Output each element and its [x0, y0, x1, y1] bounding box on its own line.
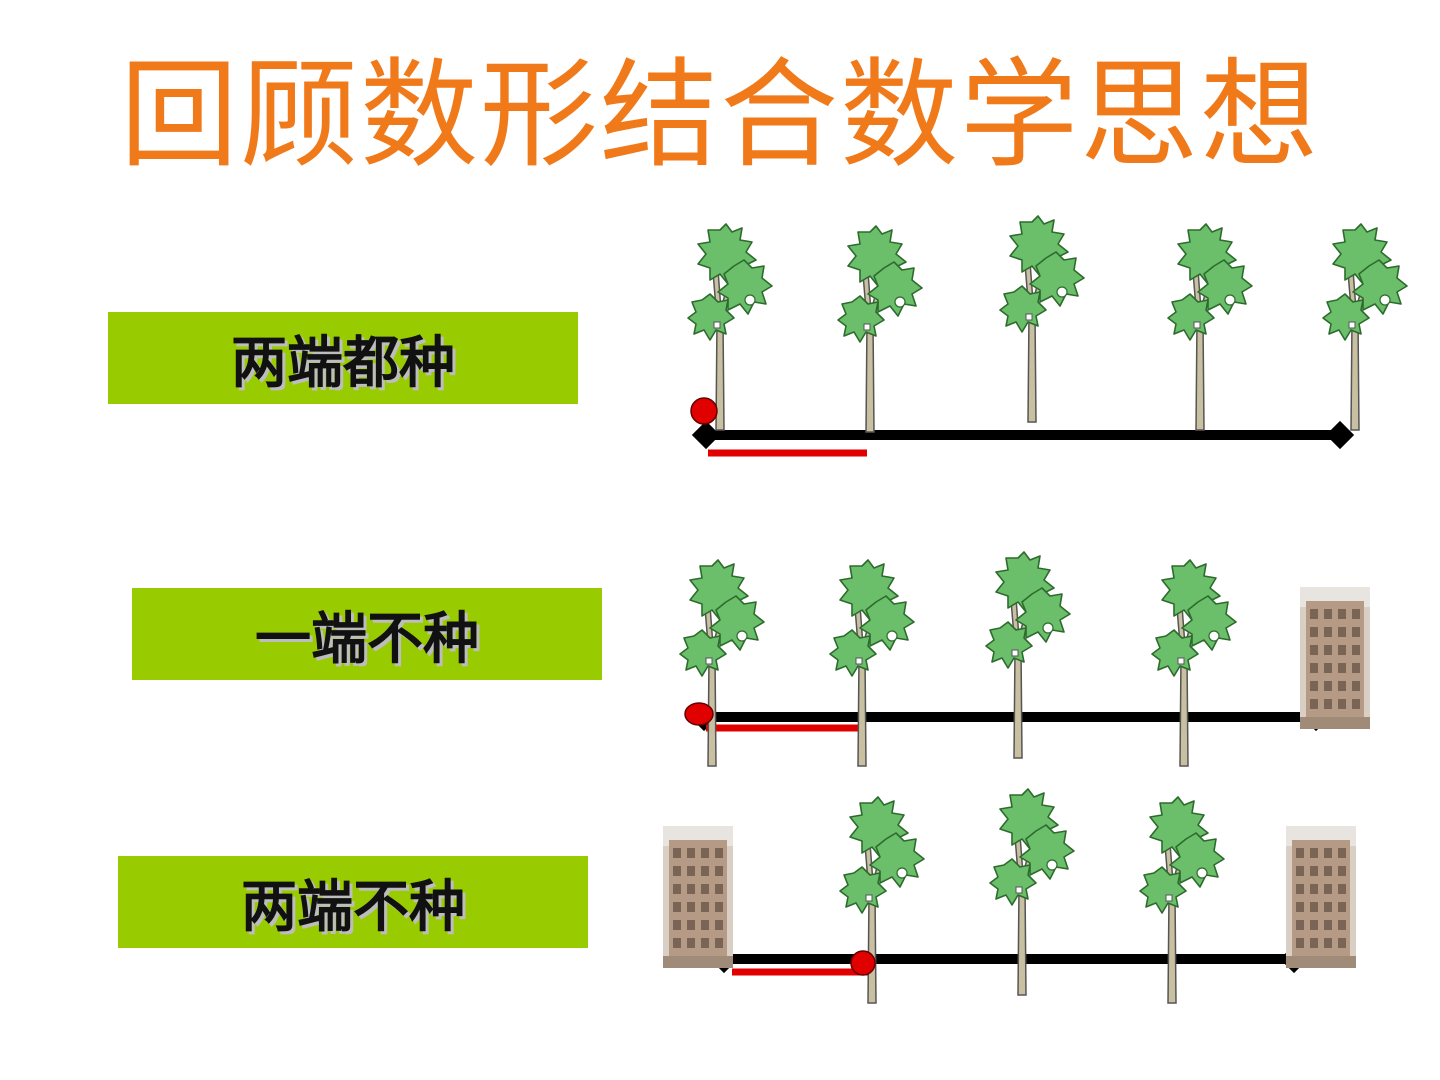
start-point-marker	[690, 397, 718, 425]
label-text: 一端不种	[255, 606, 479, 672]
building-icon	[1286, 826, 1356, 968]
label-text: 两端不种	[241, 874, 465, 940]
endpoint-diamond-left	[691, 420, 721, 450]
tree-icon	[679, 559, 765, 767]
label-one-end-unplanted: 一端不种	[132, 588, 602, 680]
tree-icon	[1139, 796, 1225, 1004]
start-point-marker	[684, 702, 714, 726]
tree-icon	[1167, 223, 1253, 431]
building-icon	[1300, 587, 1370, 729]
tree-icon	[999, 215, 1085, 423]
tree-icon	[829, 559, 915, 767]
label-text: 两端都种	[231, 330, 455, 396]
tree-icon	[837, 225, 923, 433]
building-icon	[663, 826, 733, 968]
label-both-ends-unplanted: 两端不种	[118, 856, 588, 948]
start-point-marker	[850, 950, 876, 976]
tree-icon	[1151, 559, 1237, 767]
row-both-ends-planted	[687, 215, 1408, 457]
slide-title: 回顾数形结合数学思想	[119, 46, 1320, 184]
row-both-ends-unplanted	[663, 788, 1356, 1004]
endpoint-diamond-right	[1325, 420, 1355, 450]
label-both-ends-planted: 两端都种	[108, 312, 578, 404]
row-one-end-unplanted	[679, 551, 1370, 767]
tree-icon	[985, 551, 1071, 759]
tree-icon	[989, 788, 1075, 996]
tree-icon	[1322, 223, 1408, 431]
